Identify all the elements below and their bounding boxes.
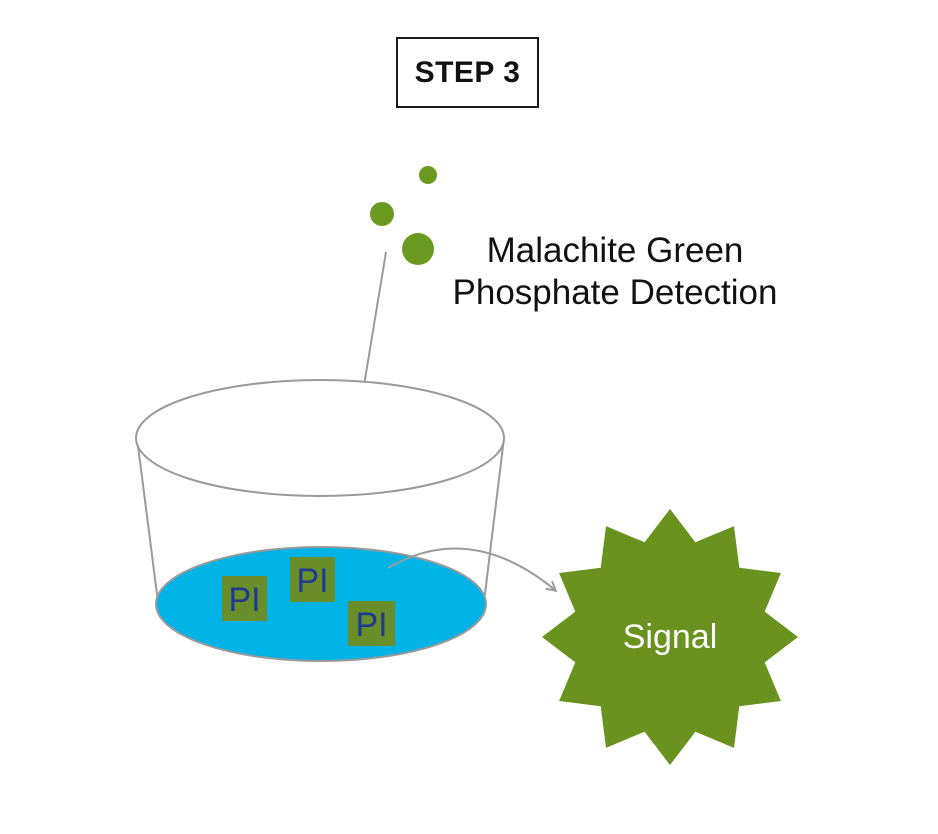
well-dish [135, 379, 505, 662]
signal-starburst [542, 509, 798, 765]
pi-block-3: PI [348, 601, 395, 646]
reagent-label-line1: Malachite Green [486, 231, 744, 270]
pi-block-2: PI [290, 557, 335, 602]
step-title: STEP 3 [396, 37, 539, 108]
reagent-label: Malachite Green Phosphate Detection [420, 230, 810, 314]
reagent-dot-large [402, 233, 434, 265]
reagent-dot-medium [370, 202, 394, 226]
signal-arrow [387, 547, 555, 590]
signal-label: Signal [623, 618, 718, 656]
well-liquid [155, 546, 487, 662]
pi-block-1: PI [222, 576, 267, 621]
well-rim [135, 379, 505, 497]
reagent-dot-small [419, 166, 437, 184]
pi-label-2: PI [296, 562, 328, 600]
pi-label-3: PI [355, 606, 387, 644]
pi-label-1: PI [228, 581, 260, 619]
reagent-label-line2: Phosphate Detection [452, 273, 778, 312]
